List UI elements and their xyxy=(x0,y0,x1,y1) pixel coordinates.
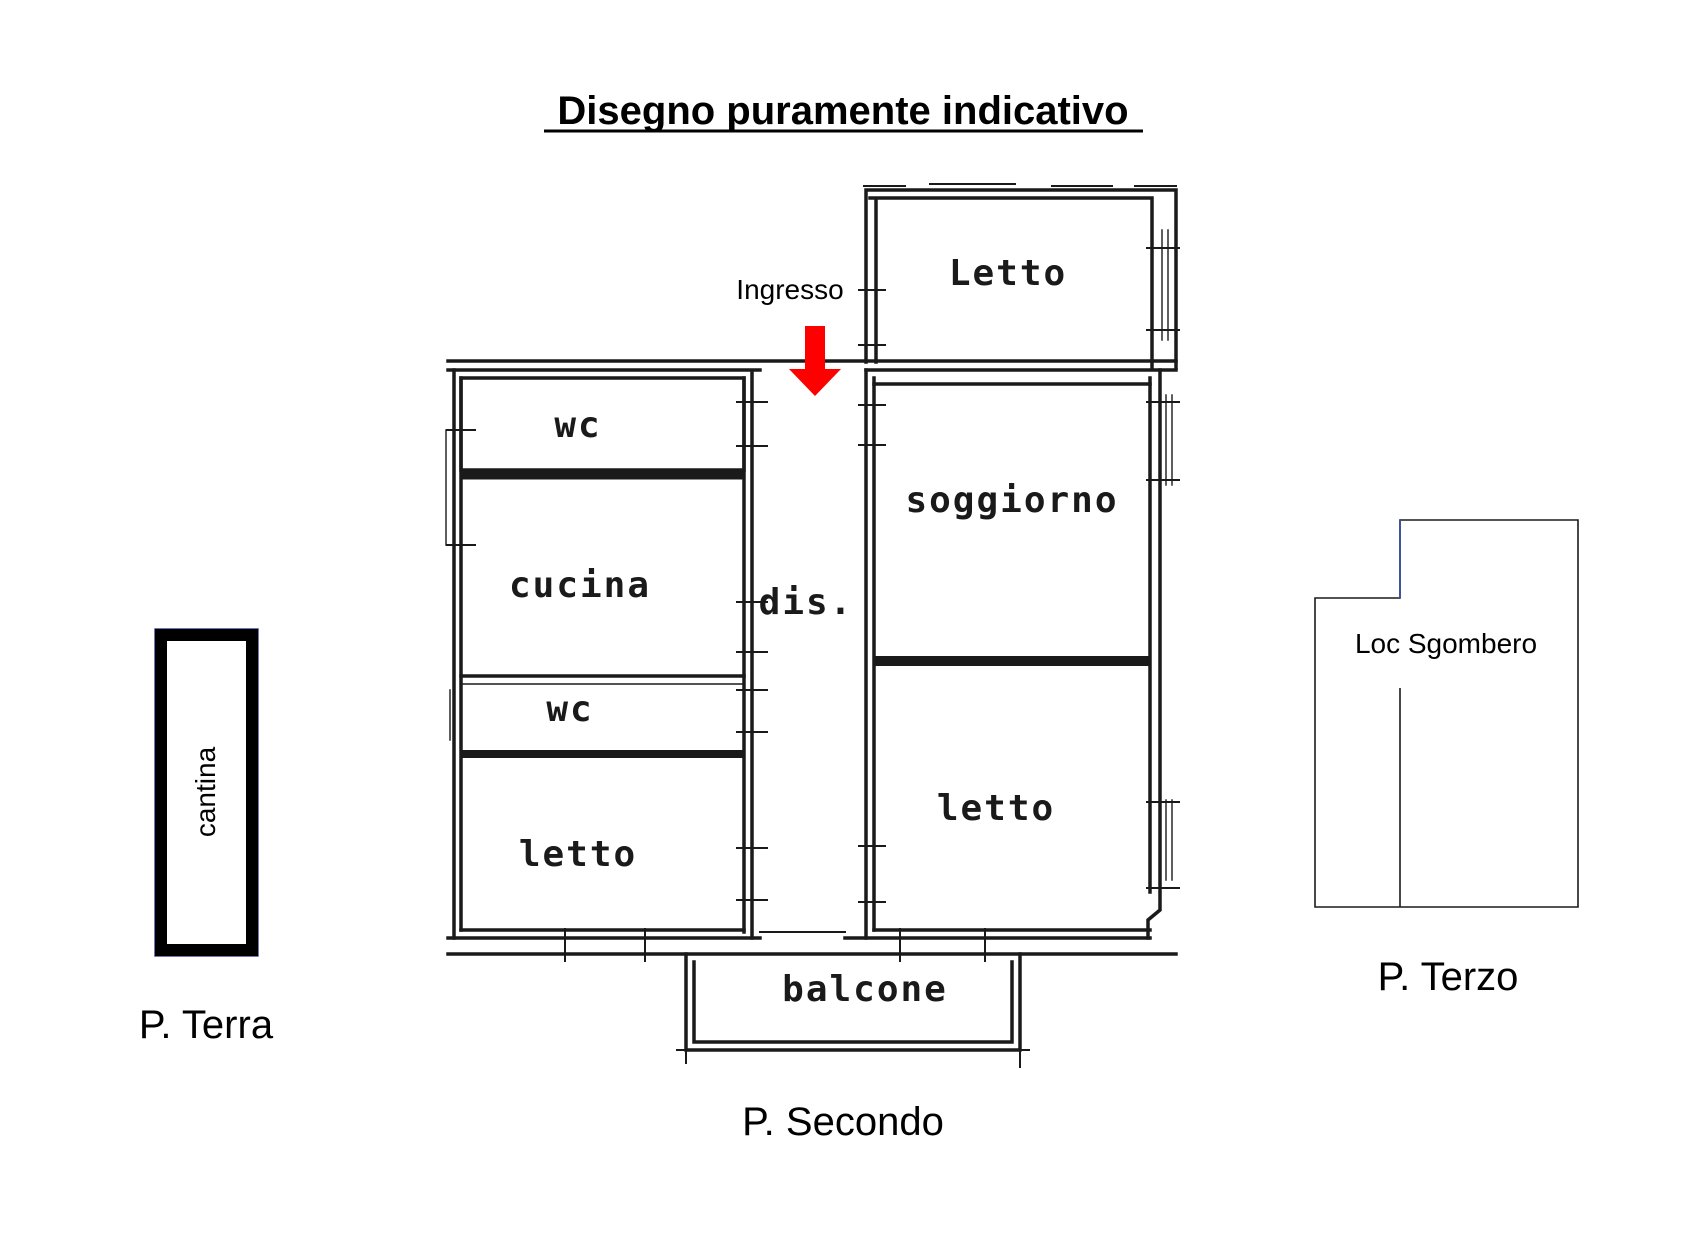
storage-label: Loc Sgombero xyxy=(1355,628,1537,659)
wc-bottom-label: wc xyxy=(546,689,593,730)
upper-bedroom-walls xyxy=(864,188,1178,370)
storage-outline xyxy=(1314,519,1579,908)
wc-top-walls xyxy=(459,376,746,472)
kitchen-label: cucina xyxy=(509,565,651,606)
wall-ticks xyxy=(446,247,1180,1068)
left-window xyxy=(445,429,451,741)
balcony-label: balcone xyxy=(782,969,948,1010)
right-window-a xyxy=(1165,394,1173,486)
ground-floor-caption: P. Terra xyxy=(139,1003,274,1047)
third-floor-plan: Loc Sgombero P. Terzo xyxy=(1314,519,1579,999)
top-dashed-edge xyxy=(863,183,1177,187)
second-floor-caption: P. Secondo xyxy=(742,1100,944,1144)
cantina-walls xyxy=(155,629,258,956)
title-group: Disegno puramente indicativo xyxy=(544,89,1143,133)
bottom-exterior-wall xyxy=(446,936,1178,956)
wc-top-label: wc xyxy=(554,405,601,446)
hall-label: dis. xyxy=(759,582,854,623)
entrance-label: Ingresso xyxy=(736,274,843,305)
second-floor-plan: wc cucina wc letto dis. Letto soggiorno … xyxy=(445,183,1180,1144)
bed-top-label: Letto xyxy=(949,253,1067,294)
right-exterior-wall xyxy=(1146,368,1162,940)
bed-left-label: letto xyxy=(519,834,637,875)
living-label: soggiorno xyxy=(905,480,1118,521)
bed-right-label: letto xyxy=(937,788,1055,829)
ground-floor-plan: cantina P. Terra xyxy=(139,628,274,1047)
right-window-b xyxy=(1165,799,1173,881)
cantina-label: cantina xyxy=(190,746,221,837)
red-arrow-down-icon xyxy=(789,326,841,396)
third-floor-caption: P. Terzo xyxy=(1378,955,1519,999)
right-rooms-left-wall xyxy=(864,368,876,940)
page-title: Disegno puramente indicativo xyxy=(557,89,1128,133)
upper-bedroom-right-window xyxy=(1161,229,1169,341)
